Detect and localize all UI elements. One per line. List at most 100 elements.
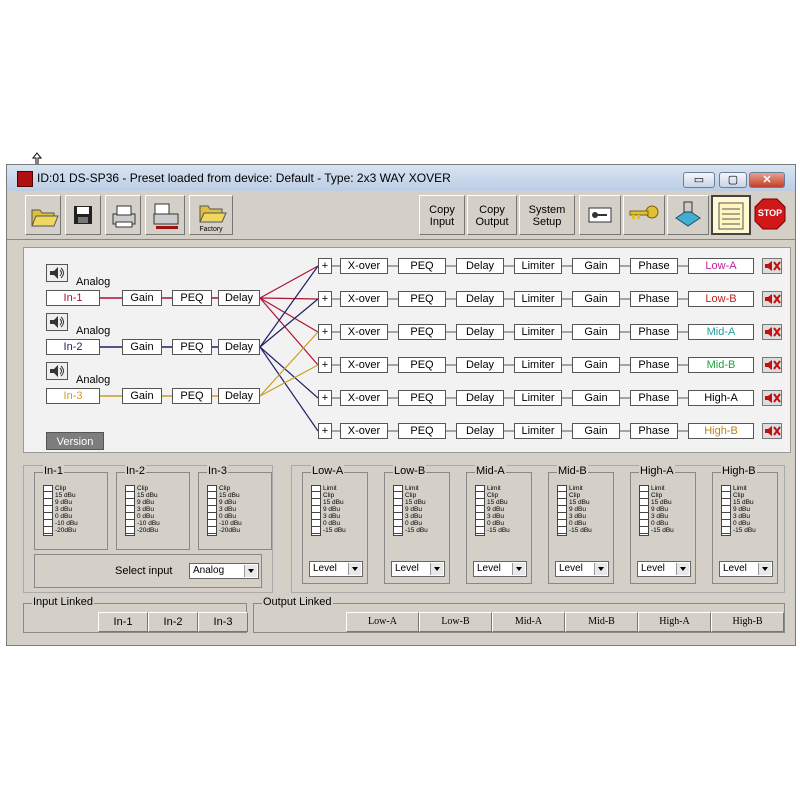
meter-mode-dropdown[interactable]: Level [555, 561, 609, 577]
output-link-button[interactable]: High-A [638, 612, 711, 632]
output-phase-block[interactable]: Phase [630, 258, 678, 274]
output-phase-block[interactable]: Phase [630, 357, 678, 373]
minimize-button[interactable]: ▭ [683, 172, 715, 188]
routing-wire[interactable] [259, 297, 319, 300]
output-phase-block[interactable]: Phase [630, 423, 678, 439]
output-phase-block[interactable]: Phase [630, 390, 678, 406]
output-gain-block[interactable]: Gain [572, 423, 620, 439]
stop-button[interactable]: STOP [753, 197, 787, 231]
output-delay-block[interactable]: Delay [456, 423, 504, 439]
output-delay-block[interactable]: Delay [456, 357, 504, 373]
select-input-dropdown[interactable]: Analog [189, 563, 259, 579]
open-button[interactable] [25, 195, 61, 235]
mute-speaker-icon[interactable] [762, 423, 782, 439]
output-mixer-block[interactable]: + [318, 291, 332, 307]
factory-button[interactable]: Factory [189, 195, 233, 235]
routing-wire[interactable] [259, 346, 319, 399]
meter-mode-dropdown[interactable]: Level [473, 561, 527, 577]
input-link-button[interactable]: In-1 [98, 612, 148, 632]
version-button[interactable]: Version [46, 432, 104, 450]
input-channel-name[interactable]: In-1 [46, 290, 100, 306]
save-button[interactable] [65, 195, 101, 235]
lock-button[interactable] [579, 195, 621, 235]
output-mixer-block[interactable]: + [318, 390, 332, 406]
output-peq-block[interactable]: PEQ [398, 423, 446, 439]
output-channel-name[interactable]: High-A [688, 390, 754, 406]
input-gain-block[interactable]: Gain [122, 339, 162, 355]
output-delay-block[interactable]: Delay [456, 258, 504, 274]
memo-button[interactable] [711, 195, 751, 235]
output-link-button[interactable]: Mid-B [565, 612, 638, 632]
mute-speaker-icon[interactable] [762, 258, 782, 274]
routing-wire[interactable] [259, 297, 319, 366]
output-gain-block[interactable]: Gain [572, 390, 620, 406]
output-phase-block[interactable]: Phase [630, 291, 678, 307]
output-xover-block[interactable]: X-over [340, 258, 388, 274]
output-link-button[interactable]: Low-B [419, 612, 492, 632]
output-link-button[interactable]: Mid-A [492, 612, 565, 632]
output-peq-block[interactable]: PEQ [398, 258, 446, 274]
output-limiter-block[interactable]: Limiter [514, 324, 562, 340]
output-delay-block[interactable]: Delay [456, 390, 504, 406]
mute-speaker-icon[interactable] [762, 357, 782, 373]
print-button[interactable] [105, 195, 141, 235]
routing-wire[interactable] [259, 265, 319, 348]
input-gain-block[interactable]: Gain [122, 388, 162, 404]
output-limiter-block[interactable]: Limiter [514, 357, 562, 373]
output-link-button[interactable]: High-B [711, 612, 784, 632]
output-delay-block[interactable]: Delay [456, 324, 504, 340]
output-channel-name[interactable]: Mid-A [688, 324, 754, 340]
output-peq-block[interactable]: PEQ [398, 291, 446, 307]
output-gain-block[interactable]: Gain [572, 357, 620, 373]
output-limiter-block[interactable]: Limiter [514, 291, 562, 307]
close-button[interactable]: ✕ [749, 172, 785, 188]
key-button[interactable] [623, 195, 665, 235]
routing-wire[interactable] [259, 331, 319, 397]
output-gain-block[interactable]: Gain [572, 324, 620, 340]
output-xover-block[interactable]: X-over [340, 324, 388, 340]
routing-wire[interactable] [259, 265, 319, 299]
output-xover-block[interactable]: X-over [340, 423, 388, 439]
output-delay-block[interactable]: Delay [456, 291, 504, 307]
input-link-button[interactable]: In-3 [198, 612, 248, 632]
mute-speaker-icon[interactable] [762, 324, 782, 340]
device-button[interactable] [145, 195, 185, 235]
output-mixer-block[interactable]: + [318, 423, 332, 439]
output-gain-block[interactable]: Gain [572, 258, 620, 274]
output-channel-name[interactable]: Low-B [688, 291, 754, 307]
input-delay-block[interactable]: Delay [218, 290, 260, 306]
output-channel-name[interactable]: Low-A [688, 258, 754, 274]
routing-wire[interactable] [259, 364, 319, 397]
input-channel-name[interactable]: In-2 [46, 339, 100, 355]
speaker-icon[interactable] [46, 362, 68, 380]
meter-mode-dropdown[interactable]: Level [637, 561, 691, 577]
input-peq-block[interactable]: PEQ [172, 388, 212, 404]
speaker-icon[interactable] [46, 264, 68, 282]
maximize-button[interactable]: ▢ [719, 172, 747, 188]
output-phase-block[interactable]: Phase [630, 324, 678, 340]
input-peq-block[interactable]: PEQ [172, 290, 212, 306]
output-xover-block[interactable]: X-over [340, 357, 388, 373]
output-gain-block[interactable]: Gain [572, 291, 620, 307]
output-peq-block[interactable]: PEQ [398, 390, 446, 406]
output-channel-name[interactable]: High-B [688, 423, 754, 439]
output-channel-name[interactable]: Mid-B [688, 357, 754, 373]
output-mixer-block[interactable]: + [318, 258, 332, 274]
input-gain-block[interactable]: Gain [122, 290, 162, 306]
output-peq-block[interactable]: PEQ [398, 324, 446, 340]
routing-wire[interactable] [259, 297, 319, 333]
output-limiter-block[interactable]: Limiter [514, 423, 562, 439]
output-link-button[interactable]: Low-A [346, 612, 419, 632]
meter-mode-dropdown[interactable]: Level [719, 561, 773, 577]
speaker-icon[interactable] [46, 313, 68, 331]
output-limiter-block[interactable]: Limiter [514, 258, 562, 274]
input-peq-block[interactable]: PEQ [172, 339, 212, 355]
routing-wire[interactable] [259, 298, 319, 348]
output-peq-block[interactable]: PEQ [398, 357, 446, 373]
output-mixer-block[interactable]: + [318, 324, 332, 340]
input-delay-block[interactable]: Delay [218, 388, 260, 404]
routing-wire[interactable] [259, 346, 319, 432]
